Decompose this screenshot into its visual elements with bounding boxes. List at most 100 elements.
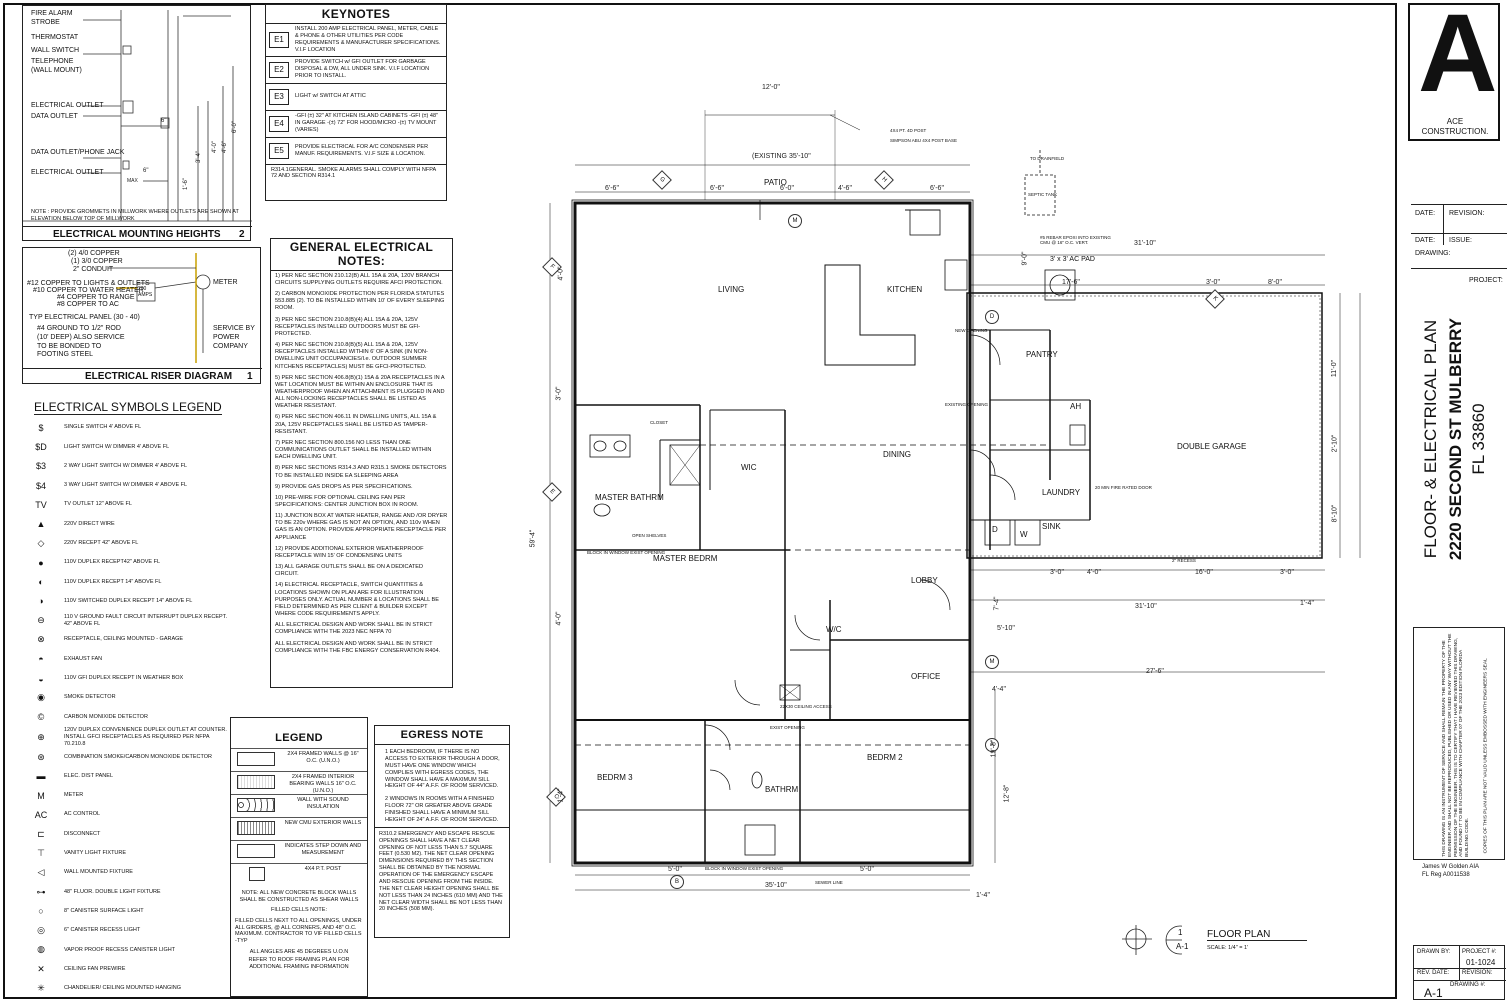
- mounting-dim: 6": [143, 168, 149, 174]
- symbol-legend-row: ◍VAPOR PROOF RECESS CANISTER LIGHT: [18, 940, 228, 959]
- symbol-icon: ▬: [36, 771, 46, 782]
- dim-top-12: 12'-0": [762, 84, 780, 91]
- title-block: A ACE CONSTRUCTION. DATE: REVISION: DATE…: [1405, 0, 1507, 1003]
- symbol-icon: M: [37, 790, 45, 801]
- keynote-text: INSTALL 200 AMP ELECTRICAL PANEL, METER,…: [295, 26, 441, 53]
- dim: 7'-4": [993, 596, 1001, 611]
- note-exist-opening: EXIST OPENING: [770, 725, 805, 730]
- disclaimer-text-2: COPIES OF THIS PLAN ARE NOT VALID UNLESS…: [1483, 658, 1489, 854]
- riser-label: #8 COPPER TO AC: [57, 301, 119, 308]
- symbol-icon: TV: [35, 499, 47, 510]
- legend-panel: LEGEND 2X4 FRAMED WALLS @ 16" O.C. (U.N.…: [230, 717, 368, 997]
- mounting-heights-drawing: [23, 10, 252, 222]
- dim: 9'-0": [1021, 251, 1029, 266]
- symbol-legend-row: TV TV OUTLET 12" ABOVE FL: [18, 495, 228, 514]
- mounting-heights-panel: FIRE ALARM STROBE THERMOSTAT WALL SWITCH…: [22, 5, 252, 241]
- dim: 4'-0": [557, 266, 565, 281]
- legend-swatch: [237, 775, 275, 789]
- section-tag-d: D: [985, 310, 999, 324]
- symbol-text: METER: [64, 792, 84, 799]
- symbol-text: TV OUTLET 12" ABOVE FL: [64, 501, 132, 508]
- riser-label: #10 COPPER TO WATER HEATER: [33, 287, 144, 294]
- legend-note2: FILLED CELLS NOTE:: [271, 906, 327, 913]
- room-pantry: PANTRY: [1026, 350, 1058, 359]
- date-label-2: DATE:: [1415, 237, 1436, 244]
- project-box: PROJECT: FLOOR- & ELECTRICAL PLAN 2220 S…: [1411, 268, 1507, 618]
- symbol-text: 110V GFI DUPLEX RECEPT IN WEATHER BOX: [64, 675, 184, 682]
- dim: 1'-4": [1300, 600, 1314, 607]
- mounting-dim: 1'-6": [182, 178, 189, 190]
- riser-label: #4 GROUND TO 1/2" ROD (10' DEEP) ALSO SE…: [37, 325, 125, 359]
- egress-title: EGRESS NOTE: [375, 726, 509, 745]
- general-note: 9) PROVIDE GAS DROPS AS PER SPECIFICATIO…: [275, 483, 413, 490]
- dim: 3'-0": [1050, 569, 1064, 576]
- legend-note3: FILLED CELLS NEXT TO ALL OPENINGS, UNDER…: [235, 917, 362, 945]
- riser-title: ELECTRICAL RISER DIAGRAM: [85, 371, 233, 382]
- mounting-dim: 6'-0": [231, 121, 238, 133]
- symbol-icon: ○: [38, 906, 44, 917]
- mounting-label-electrical-outlet-2: ELECTRICAL OUTLET: [31, 169, 104, 176]
- symbol-legend-row: ◒ 110V GFI DUPLEX RECEPT IN WEATHER BOX: [18, 669, 228, 688]
- dim: 1'-4": [976, 892, 990, 899]
- symbol-text: 48" FLUOR. DOUBLE LIGHT FIXTURE: [64, 888, 161, 895]
- dim: 8'-10": [1331, 504, 1339, 523]
- symbol-legend-row: ⊤VANITY LIGHT FIXTURE: [18, 844, 228, 863]
- keynote-code: E4: [269, 115, 289, 132]
- mounting-label-fire-alarm: FIRE ALARM STROBE: [31, 10, 73, 26]
- dim: 4'-6": [838, 185, 852, 192]
- symbol-icon: ◐: [38, 577, 44, 588]
- legend-title: LEGEND: [275, 732, 323, 744]
- symbol-legend-row: $SINGLE SWITCH 4' ABOVE FL: [18, 418, 228, 437]
- symbol-legend-row: ▲220V DIRECT WIRE: [18, 514, 228, 533]
- room-laundry: LAUNDRY: [1042, 488, 1081, 497]
- issue-label: ISSUE:: [1449, 237, 1472, 244]
- mounting-label-data-phone: DATA OUTLET/PHONE JACK: [31, 149, 125, 156]
- symbol-text: 120V DUPLEX CONVENIENCE DUPLEX OUTLET AT…: [64, 726, 227, 747]
- room-dining: DINING: [883, 450, 911, 459]
- symbol-legend-row: ◁WALL MOUNTED FIXTURE: [18, 863, 228, 882]
- revision-rule: [1411, 233, 1507, 234]
- riser-drawing: [108, 253, 211, 363]
- keynote-code: E1: [269, 31, 289, 48]
- dim: 5'-10": [997, 625, 1015, 632]
- riser-amps: 200 AMPS: [138, 286, 153, 299]
- info-divider-h1: [1414, 968, 1506, 969]
- revision-box: DATE: REVISION: DATE: ISSUE: DRAWING:: [1411, 204, 1507, 264]
- dim: 3'-0": [1280, 569, 1294, 576]
- note-closet: CLOSET: [650, 420, 669, 425]
- symbol-text: VANITY LIGHT FIXTURE: [64, 850, 127, 857]
- dim: 1'-4": [557, 788, 565, 803]
- note-open-shelves: OPEN SHELVES: [632, 533, 667, 538]
- general-note: 14) ELECTRICAL RECEPTACLE, SWITCH QUANTI…: [275, 582, 440, 618]
- floor-plan-title: 1 A-1 FLOOR PLAN SCALE: 1/4" = 1': [1122, 925, 1322, 961]
- dim: 6'-6": [930, 185, 944, 192]
- note-sewer: SEWER LINE: [815, 880, 843, 885]
- symbol-text: 6" CANISTER RECESS LIGHT: [64, 927, 141, 934]
- project-no-label: PROJECT #:: [1462, 949, 1497, 955]
- room-kitchen: KITCHEN: [887, 285, 923, 294]
- symbol-legend-row: ○8" CANISTER SURFACE LIGHT: [18, 902, 228, 921]
- symbol-icon: ◉: [37, 692, 45, 703]
- note-septic: SEPTIC TANK: [1028, 192, 1058, 197]
- note-existing-opening: EXISTING OPENING: [945, 402, 989, 407]
- mounting-label-thermostat: THERMOSTAT: [31, 34, 79, 41]
- section-tag-a: A: [985, 738, 999, 752]
- mounting-title: ELECTRICAL MOUNTING HEIGHTS: [53, 229, 221, 240]
- mounting-dim: MAX: [127, 178, 138, 184]
- legend-text: NEW CMU EXTERIOR WALLS: [284, 820, 362, 826]
- symbol-icon: ◒: [38, 673, 44, 684]
- dim: 5'-0": [860, 866, 874, 873]
- symbol-legend-row: ◓EXHAUST FAN: [18, 650, 228, 669]
- symbol-icon: ⊗: [37, 634, 45, 645]
- keynote-row: E4-GFI (±) 32" AT KITCHEN ISLAND CABINET…: [266, 111, 446, 138]
- symbol-legend-row: ⊛COMBINATION SMOKE/CARBON MONOXIDE DETEC…: [18, 747, 228, 766]
- north-arrow-icon: [1122, 925, 1182, 955]
- symbol-icon: $D: [35, 441, 47, 452]
- symbol-icon: ⊕: [37, 731, 45, 742]
- symbol-legend-row: ◎6" CANISTER RECESS LIGHT: [18, 921, 228, 940]
- dim-garage-side: 11'-0": [1331, 359, 1339, 378]
- note-rebar: #5 REBAR EPOXI INTO EXISTING CMU @ 16" O…: [1040, 235, 1111, 245]
